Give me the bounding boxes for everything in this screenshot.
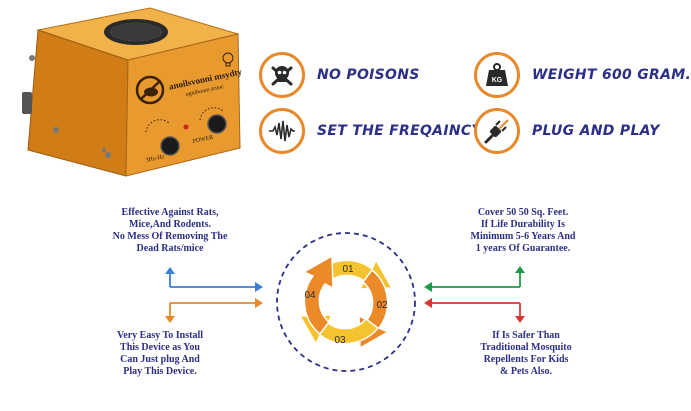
- benefit-top-left: Effective Against Rats, Mice,And Rodents…: [95, 207, 245, 255]
- benefit-line: Dead Rats/mice: [136, 243, 204, 254]
- cycle-step-label: 04: [304, 290, 316, 301]
- device-front-face: [125, 33, 241, 177]
- screw-icon: [53, 127, 59, 133]
- right-dial-text: POWER: [192, 135, 214, 145]
- poison-skull-icon: [259, 52, 305, 98]
- feature-weight: KG WEIGHT 600 GRAM.: [474, 52, 691, 98]
- right-dial-scale: [199, 107, 225, 121]
- feature-label: SET THE FREQAINCY: [317, 123, 482, 139]
- speaker-grille-inner: [109, 22, 163, 42]
- cycle-segment-04: [302, 254, 334, 336]
- benefit-line: No Mess Of Removing The: [112, 231, 228, 242]
- cycle-diagram: 01 02 03 04: [276, 232, 416, 372]
- cycle-step-label: 01: [342, 264, 354, 275]
- benefit-line: Mice,And Rodents.: [129, 219, 211, 230]
- benefit-line: If Life Durability Is: [480, 219, 566, 230]
- frequency-knob[interactable]: [160, 136, 180, 156]
- benefit-line: Repellents For Kids: [483, 354, 569, 365]
- benefit-line: Play This Device.: [123, 366, 197, 377]
- feature-plug-and-play: PLUG AND PLAY: [474, 108, 660, 154]
- cycle-step-label: 02: [376, 300, 388, 311]
- screw-icon: [102, 148, 106, 152]
- sound-wave-icon: [259, 108, 305, 154]
- benefit-line: Effective Against Rats,: [121, 207, 219, 218]
- benefit-line: 1 years Of Guarantee.: [475, 243, 571, 254]
- left-dial-scale: [145, 119, 171, 133]
- benefit-line: Cover 50 50 Sq. Feet.: [477, 207, 569, 218]
- rat-strike: [140, 80, 161, 100]
- feature-label: WEIGHT 600 GRAM.: [532, 67, 691, 83]
- benefit-line: This Device as You: [120, 342, 200, 353]
- screw-icon: [29, 55, 35, 61]
- power-led: [183, 124, 189, 130]
- feature-label: NO POISONS: [317, 67, 420, 83]
- benefit-line: If Is Safer Than: [492, 330, 560, 341]
- arrow-red-connector: [424, 298, 525, 323]
- bulb-icon: [222, 52, 234, 67]
- benefit-line: Traditional Mosquito: [480, 342, 572, 353]
- left-dial-text: 3Hz-Hz: [145, 154, 165, 164]
- kg-weight-icon: KG: [474, 52, 520, 98]
- arrow-green-connector: [424, 266, 525, 292]
- screw-icon: [105, 152, 111, 158]
- benefit-line: Minimum 5-6 Years And: [470, 231, 576, 242]
- svg-text:KG: KG: [492, 77, 503, 84]
- power-knob[interactable]: [207, 114, 227, 134]
- feature-no-poisons: NO POISONS: [259, 52, 420, 98]
- benefit-bottom-right: If Is Safer Than Traditional Mosquito Re…: [451, 330, 601, 378]
- cycle-dashed-ring: [276, 232, 416, 372]
- benefit-bottom-left: Very Easy To Install This Device as You …: [85, 330, 235, 378]
- plug-icon: [474, 108, 520, 154]
- feature-frequency: SET THE FREQAINCY: [259, 108, 482, 154]
- feature-label: PLUG AND PLAY: [532, 123, 660, 139]
- benefit-line: Can Just plug And: [120, 354, 200, 365]
- arrow-orange-connector: [165, 298, 263, 323]
- benefit-line: Very Easy To Install: [116, 330, 204, 341]
- benefit-top-right: Cover 50 50 Sq. Feet. If Life Durability…: [448, 207, 598, 255]
- arrow-blue-connector: [165, 267, 263, 292]
- benefit-line: & Pets Also.: [500, 366, 552, 377]
- device-side-clip: [22, 92, 32, 114]
- cycle-step-label: 03: [334, 335, 346, 346]
- repeller-device-illustration: anoilsvonni msydty ogniboom sruoc 3Hz-Hz…: [22, 7, 243, 177]
